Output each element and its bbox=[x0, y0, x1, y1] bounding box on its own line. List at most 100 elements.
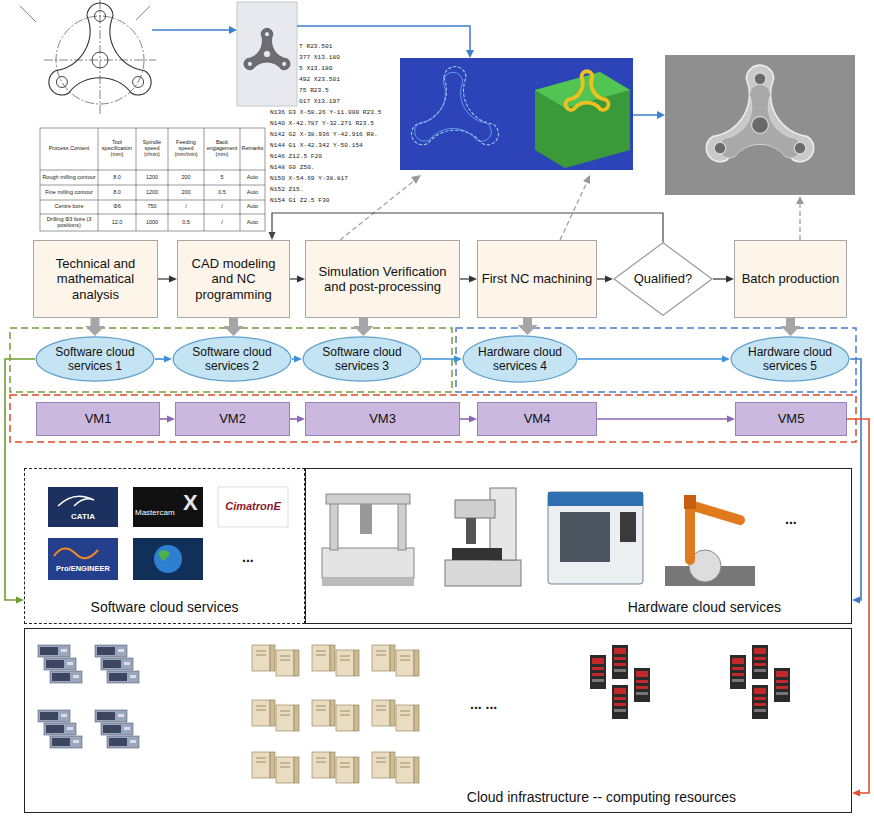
table-cell-holder: 12.0 bbox=[99, 214, 135, 231]
dashed-link-head bbox=[411, 175, 804, 204]
arrowhead bbox=[727, 416, 735, 423]
cloud-service-ellipse: Software cloud services 3 bbox=[302, 336, 422, 382]
nc-code-line: 5 X13.180 bbox=[299, 66, 332, 73]
resource-panel: Software cloud services bbox=[24, 468, 305, 624]
table-cell-holder: Centre bore bbox=[41, 200, 97, 214]
mapping-arrow bbox=[224, 318, 244, 336]
nc-code-line-holder: 492 X23.501 bbox=[299, 77, 340, 84]
machine-tool bbox=[322, 488, 755, 586]
node-label: First NC machining bbox=[481, 271, 593, 286]
mapping-arrow-line bbox=[786, 318, 795, 327]
nc-code-line: N148 G0 Z50. bbox=[270, 165, 315, 172]
process-table bbox=[40, 128, 265, 231]
arrowhead bbox=[297, 276, 305, 283]
process-table bbox=[98, 128, 99, 231]
dashed-link-head bbox=[583, 175, 590, 184]
nc-code-line-holder: N142 G2 X-38.936 Y-42.916 R8. bbox=[270, 132, 378, 139]
server bbox=[396, 757, 419, 783]
machine-tool bbox=[455, 500, 495, 518]
table-cell-holder: Back engagement (mm) bbox=[205, 128, 239, 170]
server bbox=[107, 671, 139, 683]
server bbox=[372, 645, 395, 671]
machined-part-photo bbox=[665, 55, 855, 195]
vm-box: VM5 bbox=[735, 402, 847, 436]
vm-box: VM2 bbox=[175, 402, 290, 436]
table-cell: Rough milling contour bbox=[42, 175, 95, 181]
flow-arrow bbox=[460, 276, 477, 283]
process-table bbox=[40, 128, 265, 231]
machine-tool bbox=[466, 518, 476, 544]
mapping-arrow bbox=[354, 318, 374, 336]
image-flow-arrowhead bbox=[229, 26, 665, 119]
server bbox=[752, 645, 768, 679]
part-drawing bbox=[20, 0, 156, 116]
node-label: Software cloud services 1 bbox=[47, 345, 143, 373]
ellipsis: ... ... bbox=[470, 697, 497, 712]
nc-code-line: 75 R23.5 bbox=[299, 88, 329, 95]
resource-link-line bbox=[5, 359, 35, 600]
table-cell-holder: Auto bbox=[241, 170, 264, 185]
flow-arrow-line bbox=[713, 278, 727, 279]
dashed-link bbox=[340, 180, 800, 240]
nc-code-line-holder: 75 R23.5 bbox=[299, 88, 329, 95]
table-cell-holder: Remarks bbox=[241, 128, 264, 170]
arrowhead bbox=[294, 356, 302, 363]
software-logo bbox=[218, 487, 288, 527]
vm-arrow-line bbox=[160, 418, 168, 420]
resource-link bbox=[5, 359, 35, 604]
image-flow-arrow bbox=[152, 29, 230, 31]
panel-title: Cloud infrastructure -- computing resour… bbox=[467, 789, 736, 806]
node-label: CAD modeling and NC programming bbox=[181, 256, 286, 302]
arrowhead bbox=[169, 276, 177, 283]
machine-tool bbox=[452, 548, 502, 560]
simulation-screen bbox=[566, 71, 609, 110]
table-cell: Auto bbox=[247, 190, 258, 196]
simulation-screen bbox=[535, 72, 630, 168]
machine-tool bbox=[398, 500, 406, 550]
nc-code-line: T R23.501 bbox=[299, 44, 332, 51]
server bbox=[101, 723, 133, 735]
machined-part-photo bbox=[706, 65, 813, 162]
server bbox=[252, 752, 275, 778]
arrowhead bbox=[518, 325, 538, 335]
cloud-service-ellipse: Hardware cloud services 5 bbox=[730, 336, 850, 382]
process-box: Batch production bbox=[734, 240, 847, 318]
decision-diamond: Qualified? bbox=[613, 242, 713, 316]
vm-arrow-line bbox=[597, 418, 728, 420]
arrowhead bbox=[852, 790, 860, 797]
nc-code-line-holder: N144 G1 X-42.342 Y-50.154 bbox=[270, 143, 363, 150]
arrowhead bbox=[722, 356, 730, 363]
service-arrow-line bbox=[422, 358, 455, 360]
server bbox=[38, 645, 70, 657]
nc-code-line-holder: N152 Z15. bbox=[270, 187, 303, 194]
software-logo bbox=[133, 487, 203, 527]
table-cell-holder: 1000 bbox=[137, 214, 167, 231]
vm-box: VM1 bbox=[36, 402, 160, 436]
table-cell-holder: 200 bbox=[169, 185, 203, 200]
software-logo bbox=[158, 550, 170, 561]
vm-arrow-line bbox=[290, 418, 298, 420]
part-drawing bbox=[136, 6, 150, 20]
table-cell: Φ6 bbox=[113, 204, 120, 210]
group-outline bbox=[10, 328, 856, 442]
dashed-link bbox=[799, 204, 800, 240]
logo-text: Mastercam bbox=[135, 509, 175, 518]
table-cell: 200 bbox=[181, 190, 190, 196]
server bbox=[372, 700, 395, 726]
node-label: Hardware cloud services 5 bbox=[742, 345, 838, 373]
arrowhead bbox=[354, 326, 374, 336]
nc-code-line: 377 X13.180 bbox=[299, 55, 340, 62]
process-table bbox=[40, 200, 265, 201]
table-cell-holder: 1200 bbox=[137, 170, 167, 185]
arrowhead bbox=[16, 597, 24, 604]
ellipsis-holder: ... ... bbox=[470, 697, 497, 712]
mapping-arrow-line bbox=[229, 318, 238, 327]
machined-part-photo bbox=[714, 73, 806, 154]
process-table bbox=[40, 214, 265, 215]
logo-text-holder: X bbox=[183, 491, 198, 515]
machine-tool bbox=[684, 495, 696, 509]
node-label: Batch production bbox=[738, 271, 843, 286]
table-cell: Drilling Φ3 bore (3 positions) bbox=[41, 217, 97, 229]
